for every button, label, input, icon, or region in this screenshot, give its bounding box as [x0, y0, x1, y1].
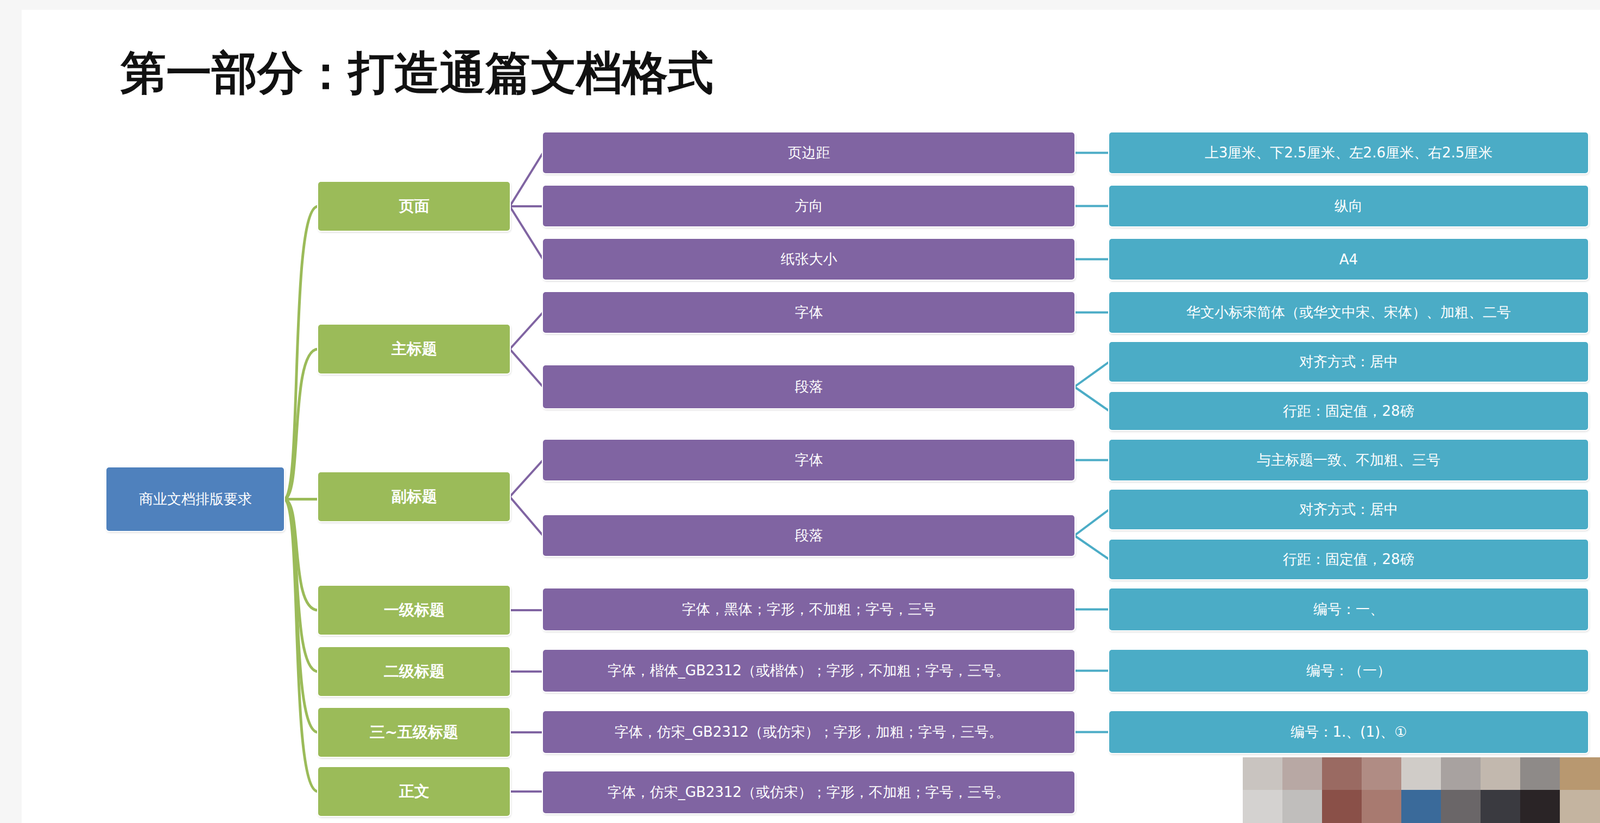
- node-label: 副标题: [391, 486, 438, 508]
- node-label: 二级标题: [383, 661, 445, 682]
- root-box: 商业文档排版要求: [106, 467, 284, 531]
- node-label: 编号：（一）: [1306, 661, 1391, 681]
- value-box: 编号：一、: [1109, 588, 1589, 631]
- value-box: 与主标题一致、不加粗、三号: [1109, 439, 1589, 481]
- connector-line: [1074, 459, 1110, 462]
- node-label: 华文小标宋简体（或华文中宋、宋体）、加粗、二号: [1186, 302, 1511, 322]
- node-label: 纵向: [1334, 196, 1363, 216]
- node-label: 对齐方式：居中: [1299, 500, 1399, 520]
- category-box: 一级标题: [318, 585, 510, 635]
- category-box: 主标题: [318, 324, 510, 374]
- node-label: 主标题: [391, 338, 438, 360]
- category-box: 副标题: [318, 472, 510, 522]
- value-box: A4: [1109, 238, 1589, 280]
- node-label: 页面: [399, 195, 430, 217]
- category-box: 正文: [318, 767, 510, 817]
- node-label: 字体: [794, 302, 824, 322]
- node-label: 编号：1.、(1)、①: [1290, 722, 1408, 742]
- connector-line: [1074, 311, 1110, 314]
- category-box: 三~五级标题: [318, 707, 510, 757]
- connector-line: [509, 312, 543, 350]
- connector-line: [283, 497, 319, 501]
- connector-line: [1074, 387, 1110, 412]
- node-label: 纸张大小: [780, 249, 838, 269]
- node-label: 编号：一、: [1313, 599, 1384, 619]
- node-label: 行距：固定值，28磅: [1282, 549, 1414, 569]
- value-box: 编号：1.、(1)、①: [1109, 711, 1589, 754]
- node-label: 一级标题: [383, 599, 445, 621]
- connector-line: [509, 349, 543, 388]
- node-label: 字体，楷体_GB2312（或楷体）；字形，不加粗；字号，三号。: [607, 661, 1010, 681]
- node-label: 行距：固定值，28磅: [1282, 401, 1414, 421]
- value-box: 行距：固定值，28磅: [1109, 391, 1589, 430]
- connector-line: [283, 206, 319, 500]
- value-box: 对齐方式：居中: [1109, 489, 1589, 530]
- item-box: 字体，楷体_GB2312（或楷体）；字形，不加粗；字号，三号。: [542, 649, 1075, 692]
- node-label: 与主标题一致、不加粗、三号: [1256, 450, 1441, 470]
- node-label: 段落: [794, 526, 824, 546]
- node-label: 字体，仿宋_GB2312（或仿宋）；字形，不加粗；字号，三号。: [607, 782, 1010, 802]
- node-label: 商业文档排版要求: [138, 489, 252, 509]
- node-label: 方向: [794, 196, 824, 216]
- node-label: 上3厘米、下2.5厘米、左2.6厘米、右2.5厘米: [1204, 143, 1494, 163]
- connector-line: [1074, 731, 1110, 734]
- connector-line: [509, 496, 543, 536]
- item-box: 方向: [542, 185, 1075, 227]
- node-label: 字体，黑体；字形，不加粗；字号，三号: [681, 599, 937, 619]
- connector-line: [1074, 669, 1110, 673]
- item-box: 字体: [542, 292, 1075, 333]
- item-box: 字体，仿宋_GB2312（或仿宋）；字形，加粗；字号，三号。: [542, 711, 1075, 754]
- item-box: 段落: [542, 365, 1075, 409]
- value-box: 华文小标宋简体（或华文中宋、宋体）、加粗、二号: [1109, 292, 1589, 333]
- connector-line: [509, 731, 543, 734]
- connector-line: [1074, 362, 1110, 388]
- item-box: 段落: [542, 515, 1075, 556]
- connector-line: [283, 499, 319, 793]
- node-label: 字体，仿宋_GB2312（或仿宋）；字形，加粗；字号，三号。: [614, 722, 1003, 742]
- connector-line: [1074, 608, 1110, 611]
- connector-line: [283, 499, 319, 673]
- item-box: 字体: [542, 439, 1075, 481]
- node-label: 段落: [794, 377, 824, 397]
- connector-line: [509, 206, 543, 260]
- connector-line: [509, 790, 543, 793]
- connector-line: [509, 205, 543, 208]
- connector-line: [509, 609, 543, 612]
- value-box: 上3厘米、下2.5厘米、左2.6厘米、右2.5厘米: [1109, 132, 1589, 174]
- node-label: 三~五级标题: [369, 722, 459, 743]
- value-box: 行距：固定值，28磅: [1109, 539, 1589, 580]
- slide-title: 第一部分：打造通篇文档格式: [120, 42, 714, 105]
- category-box: 页面: [318, 181, 510, 231]
- connector-line: [1074, 535, 1110, 560]
- node-label: 对齐方式：居中: [1299, 352, 1399, 372]
- value-box: 编号：（一）: [1109, 649, 1589, 692]
- node-label: 字体: [794, 450, 824, 470]
- blurred-mosaic: [1242, 757, 1600, 823]
- item-box: 字体，黑体；字形，不加粗；字号，三号: [542, 588, 1075, 631]
- connector-line: [509, 670, 543, 673]
- value-box: 对齐方式：居中: [1109, 342, 1589, 382]
- item-box: 字体，仿宋_GB2312（或仿宋）；字形，不加粗；字号，三号。: [542, 771, 1075, 814]
- connector-line: [1074, 205, 1110, 208]
- node-label: 正文: [399, 781, 430, 802]
- connector-line: [509, 460, 543, 498]
- connector-line: [509, 153, 543, 207]
- connector-line: [1074, 258, 1110, 261]
- node-label: 页边距: [787, 143, 831, 163]
- connector-line: [1074, 509, 1110, 536]
- item-box: 页边距: [542, 132, 1075, 174]
- item-box: 纸张大小: [542, 238, 1075, 280]
- connector-line: [283, 349, 319, 500]
- node-label: A4: [1339, 251, 1358, 268]
- connector-line: [283, 499, 319, 733]
- value-box: 纵向: [1109, 185, 1589, 227]
- category-box: 二级标题: [318, 647, 510, 697]
- connector-line: [1074, 152, 1110, 155]
